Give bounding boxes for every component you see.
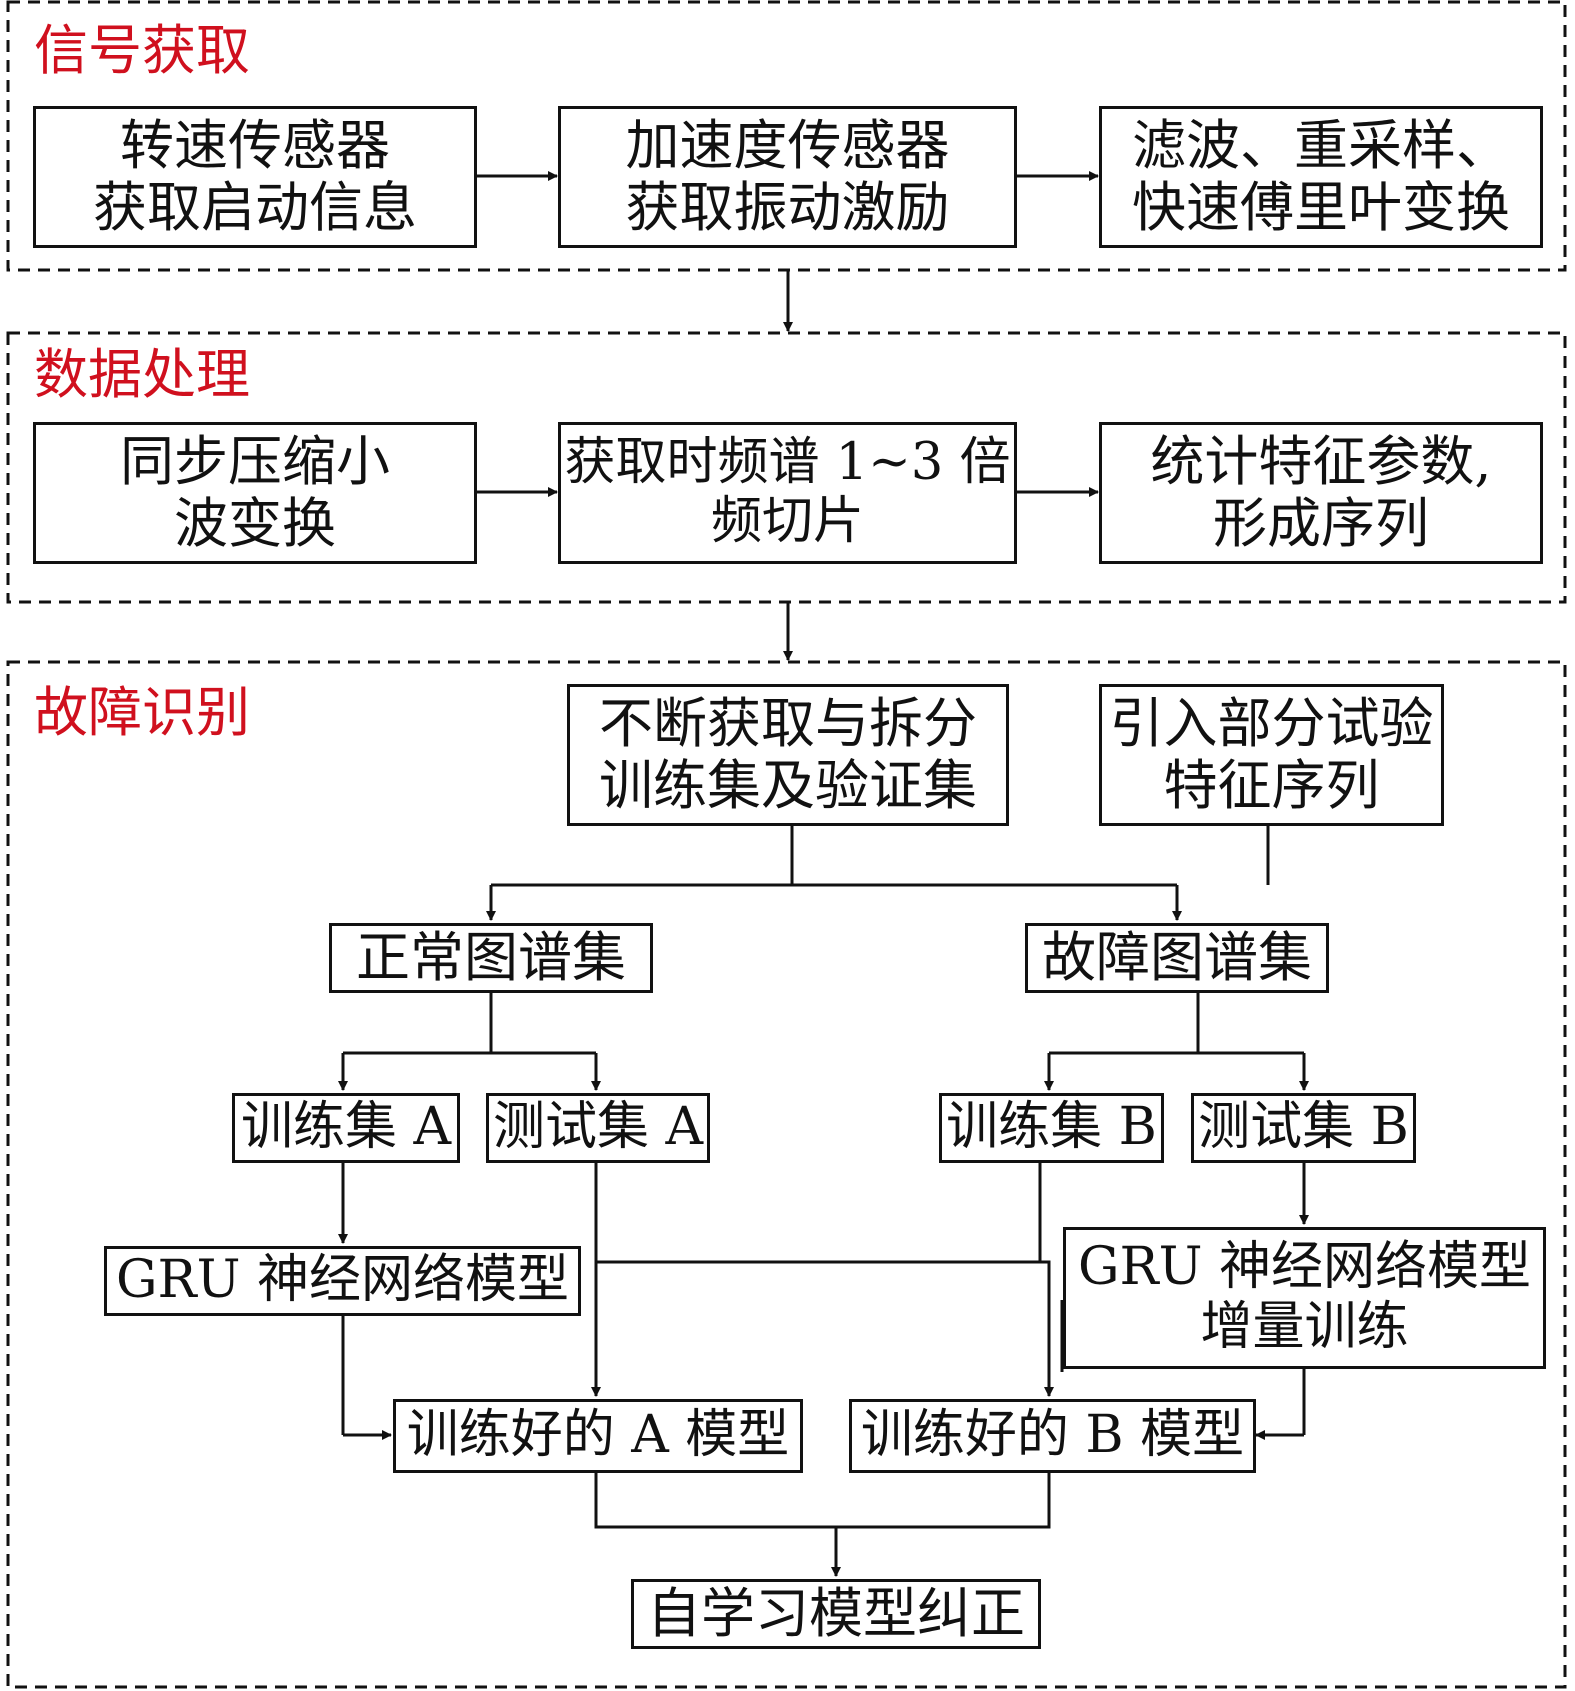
- train-a-box: 训练集 A: [232, 1093, 460, 1163]
- box-text-line: GRU 神经网络模型: [115, 1250, 570, 1311]
- self-correct-box: 自学习模型纠正: [631, 1579, 1041, 1649]
- box-text: 训练集 B: [946, 1097, 1157, 1158]
- section-frame-fault: [6, 660, 1567, 1689]
- box-text: 引入部分试验特征序列: [1109, 691, 1434, 817]
- box-text: 转速传感器获取启动信息: [93, 113, 417, 239]
- box-text-line: 引入部分试验: [1109, 691, 1434, 755]
- connector-fault-to-b: [1044, 993, 1309, 1091]
- section-label-fault: 故障识别: [34, 681, 250, 744]
- box-text-line: 训练好的 B 模型: [860, 1405, 1245, 1466]
- box-text-line: 获取时频谱 1~3 倍: [564, 433, 1011, 493]
- box-text-line: 训练集及验证集: [599, 754, 977, 817]
- box-text: GRU 神经网络模型: [115, 1250, 570, 1311]
- box-text-line: 波变换: [174, 492, 336, 555]
- connector-normal-to-a: [338, 993, 601, 1091]
- normal-set-box: 正常图谱集: [329, 923, 653, 993]
- arrow-gru-to-model-a: [341, 1315, 392, 1440]
- speed-sensor-box: 转速传感器获取启动信息: [33, 106, 477, 248]
- fault-set-box: 故障图谱集: [1025, 923, 1329, 993]
- box-text: 正常图谱集: [356, 925, 626, 989]
- box-text: 同步压缩小波变换: [120, 429, 390, 555]
- box-text: 测试集 B: [1198, 1097, 1409, 1158]
- box-text-line: 特征序列: [1163, 754, 1380, 817]
- gru-model-box: GRU 神经网络模型: [104, 1246, 581, 1316]
- box-text-line: GRU 神经网络模型: [1077, 1237, 1532, 1298]
- box-text-line: 不断获取与拆分: [599, 691, 977, 755]
- box-text-line: 统计特征参数,: [1150, 429, 1492, 493]
- section-label-signal: 信号获取: [34, 19, 250, 82]
- box-text: 滤波、重采样、快速傅里叶变换: [1132, 113, 1510, 239]
- split-sets-box: 不断获取与拆分训练集及验证集: [567, 684, 1009, 826]
- box-text-line: 快速傅里叶变换: [1132, 176, 1510, 239]
- accel-sensor-box: 加速度传感器获取振动激励: [558, 106, 1017, 248]
- tf-slice-box: 获取时频谱 1~3 倍频切片: [558, 422, 1017, 564]
- box-text: 统计特征参数,形成序列: [1150, 429, 1492, 555]
- box-text: GRU 神经网络模型增量训练: [1077, 1237, 1532, 1358]
- connector-train-b: [1038, 1163, 1054, 1397]
- box-text: 不断获取与拆分训练集及验证集: [599, 691, 977, 817]
- filter-fft-box: 滤波、重采样、快速傅里叶变换: [1099, 106, 1543, 248]
- box-text: 获取时频谱 1~3 倍频切片: [564, 434, 1010, 551]
- sst-box: 同步压缩小波变换: [33, 422, 477, 564]
- box-text: 训练好的 A 模型: [406, 1405, 790, 1466]
- box-text-line: 频切片: [710, 492, 864, 551]
- model-a-box: 训练好的 A 模型: [393, 1399, 803, 1473]
- box-text-line: 转速传感器: [120, 113, 390, 177]
- box-text: 故障图谱集: [1042, 925, 1312, 989]
- box-text-line: 正常图谱集: [356, 925, 626, 989]
- box-text-line: 测试集 B: [1198, 1097, 1409, 1158]
- connector-models-to-correct: [594, 1473, 1051, 1577]
- train-b-box: 训练集 B: [939, 1093, 1164, 1163]
- box-text: 测试集 A: [492, 1097, 704, 1158]
- test-b-box: 测试集 B: [1191, 1093, 1416, 1163]
- box-text-line: 自学习模型纠正: [647, 1581, 1025, 1645]
- box-text-line: 训练集 A: [240, 1097, 452, 1158]
- box-text-line: 获取启动信息: [93, 176, 417, 239]
- box-text-line: 增量训练: [1200, 1297, 1409, 1357]
- box-text-line: 获取振动激励: [625, 176, 950, 239]
- box-text-line: 加速度传感器: [625, 113, 950, 177]
- box-text-line: 故障图谱集: [1042, 925, 1312, 989]
- box-text: 加速度传感器获取振动激励: [625, 113, 950, 239]
- stat-features-box: 统计特征参数,形成序列: [1099, 422, 1543, 564]
- test-a-box: 测试集 A: [486, 1093, 710, 1163]
- connector-top-to-sets: [486, 826, 1270, 921]
- box-text: 训练好的 B 模型: [860, 1405, 1245, 1466]
- box-text-line: 滤波、重采样、: [1132, 113, 1510, 177]
- box-text-line: 训练好的 A 模型: [406, 1405, 790, 1466]
- test-features-box: 引入部分试验特征序列: [1099, 684, 1444, 826]
- connector-test-a: [591, 1163, 1051, 1397]
- gru-incremental-box: GRU 神经网络模型增量训练: [1063, 1227, 1546, 1369]
- box-text-line: 形成序列: [1212, 492, 1429, 555]
- box-text-line: 同步压缩小: [120, 429, 390, 493]
- box-text-line: 训练集 B: [946, 1097, 1157, 1158]
- box-text: 自学习模型纠正: [647, 1581, 1025, 1645]
- model-b-box: 训练好的 B 模型: [849, 1399, 1256, 1473]
- box-text-line: 测试集 A: [492, 1097, 704, 1158]
- box-text: 训练集 A: [240, 1097, 452, 1158]
- section-label-processing: 数据处理: [34, 343, 250, 406]
- connector-test-b: [1060, 1163, 1309, 1440]
